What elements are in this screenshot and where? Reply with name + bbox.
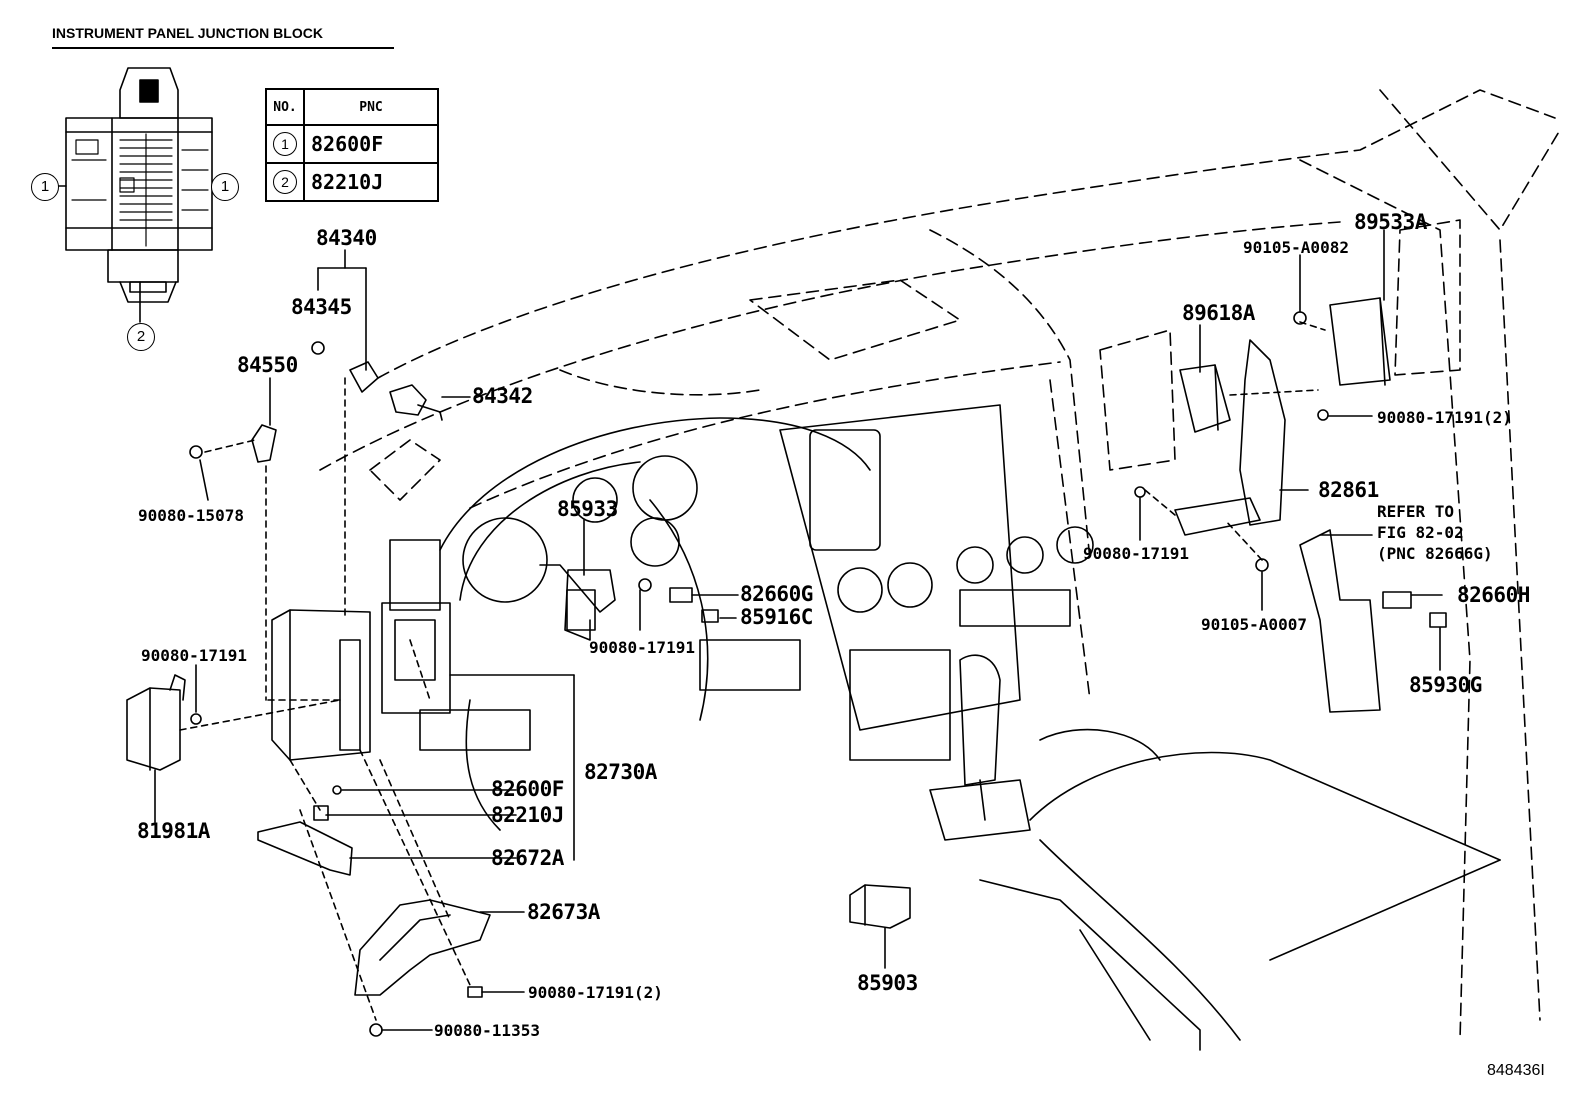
row-pnc: 82210J bbox=[303, 162, 439, 202]
row-pnc: 82600F bbox=[303, 124, 439, 164]
pnc-table-row: 1 82600F bbox=[265, 124, 439, 164]
title-underline bbox=[52, 47, 394, 49]
part-label-82660g[interactable]: 82660G bbox=[740, 582, 813, 606]
cluster-hood bbox=[389, 404, 1094, 831]
row-no-cell: 1 bbox=[265, 124, 305, 164]
center-console bbox=[929, 654, 1501, 1051]
part-label-89618a[interactable]: 89618A bbox=[1182, 301, 1255, 325]
right-modules bbox=[1134, 297, 1391, 572]
junction-block-drawing bbox=[57, 67, 217, 323]
dashboard-outline bbox=[319, 89, 1561, 1041]
part-label-90080-17191-left[interactable]: 90080-17191 bbox=[141, 646, 247, 665]
callout-1-right: 1 bbox=[211, 173, 239, 201]
refer-line-3: (PNC 82666G) bbox=[1377, 544, 1493, 563]
part-label-82600f[interactable]: 82600F bbox=[491, 777, 564, 801]
pnc-table: NO. PNC 1 82600F 2 82210J bbox=[265, 88, 439, 202]
leader-lines bbox=[154, 229, 1443, 1031]
part-label-84345[interactable]: 84345 bbox=[291, 295, 352, 319]
part-label-85916c[interactable]: 85916C bbox=[740, 605, 813, 629]
small-switch-parts bbox=[189, 341, 443, 463]
part-label-81981a[interactable]: 81981A bbox=[137, 819, 210, 843]
row-no: 2 bbox=[273, 170, 297, 194]
lower-bracket bbox=[257, 785, 491, 1037]
refer-line-1: REFER TO bbox=[1377, 502, 1455, 521]
part-label-82660h[interactable]: 82660H bbox=[1457, 583, 1530, 607]
part-label-90080-11353[interactable]: 90080-11353 bbox=[434, 1021, 540, 1040]
pnc-table-row: 2 82210J bbox=[265, 162, 439, 202]
nut-shape-left bbox=[190, 713, 202, 725]
dashed-leader-lines bbox=[179, 321, 1326, 1021]
part-label-84550[interactable]: 84550 bbox=[237, 353, 298, 377]
bracket-85933 bbox=[539, 564, 719, 641]
part-label-90080-17191-2-bottom[interactable]: 90080-17191(2) bbox=[528, 983, 663, 1002]
right-bracket-82666g bbox=[1299, 529, 1447, 713]
part-label-90105-a0082[interactable]: 90105-A0082 bbox=[1243, 238, 1349, 257]
part-label-84340[interactable]: 84340 bbox=[316, 226, 377, 250]
part-label-85930g[interactable]: 85930G bbox=[1409, 673, 1482, 697]
part-label-85933[interactable]: 85933 bbox=[557, 497, 618, 521]
refer-line-2: FIG 82-02 bbox=[1377, 523, 1464, 542]
relay-85903 bbox=[849, 884, 911, 929]
part-label-90080-17191-right[interactable]: 90080-17191 bbox=[1083, 544, 1189, 563]
part-label-89533a[interactable]: 89533A bbox=[1354, 210, 1427, 234]
part-label-82730a[interactable]: 82730A bbox=[584, 760, 657, 784]
part-label-82210j[interactable]: 82210J bbox=[491, 803, 564, 827]
part-label-82861[interactable]: 82861 bbox=[1318, 478, 1379, 502]
part-label-82672a[interactable]: 82672A bbox=[491, 846, 564, 870]
callout-2-bottom: 2 bbox=[127, 323, 155, 351]
callout-1-left: 1 bbox=[31, 173, 59, 201]
part-label-90080-17191-2-right[interactable]: 90080-17191(2) bbox=[1377, 408, 1512, 427]
pnc-table-header: NO. PNC bbox=[265, 88, 439, 126]
part-label-85903[interactable]: 85903 bbox=[857, 971, 918, 995]
figure-code: 848436I bbox=[1487, 1062, 1545, 1079]
part-label-90080-15078[interactable]: 90080-15078 bbox=[138, 506, 244, 525]
col-pnc: PNC bbox=[303, 88, 439, 126]
part-label-90080-17191-mid[interactable]: 90080-17191 bbox=[589, 638, 695, 657]
part-label-82673a[interactable]: 82673A bbox=[527, 900, 600, 924]
part-label-90105-a0007[interactable]: 90105-A0007 bbox=[1201, 615, 1307, 634]
body-ecu bbox=[271, 602, 451, 761]
row-no-cell: 2 bbox=[265, 162, 305, 202]
row-no: 1 bbox=[273, 132, 297, 156]
col-no: NO. bbox=[265, 88, 305, 126]
diagram-title: INSTRUMENT PANEL JUNCTION BLOCK bbox=[52, 25, 323, 41]
relay-81981a bbox=[126, 674, 186, 771]
part-label-84342[interactable]: 84342 bbox=[472, 384, 533, 408]
